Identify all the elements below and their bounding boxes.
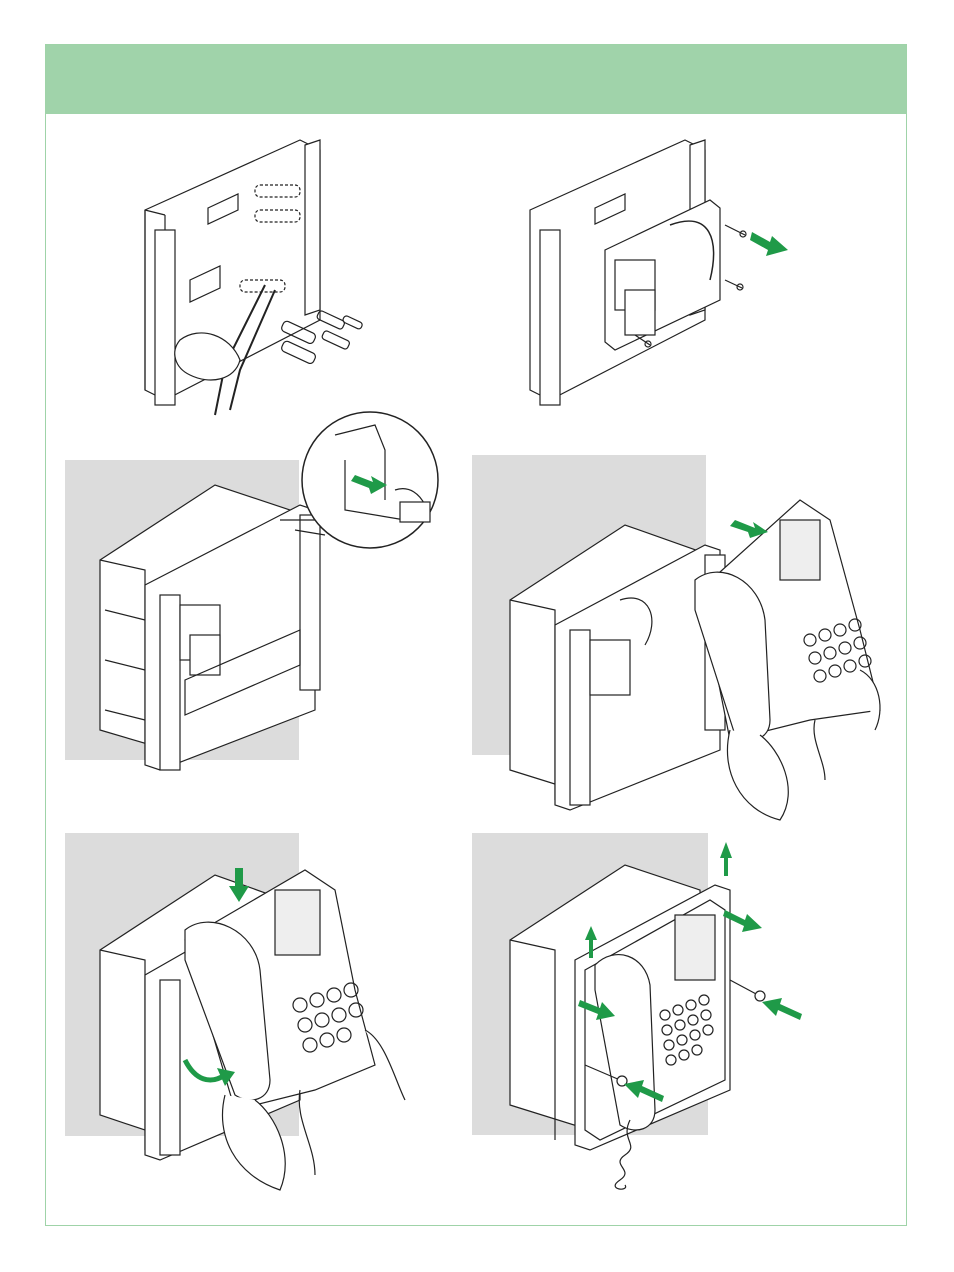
step-1-illustration [120, 130, 400, 430]
header-band [46, 45, 906, 114]
step-3-illustration [65, 410, 445, 780]
pressing-handset-unit-in-icon [85, 850, 415, 1195]
attaching-handset-unit-icon [480, 480, 900, 840]
step-5-illustration [85, 850, 415, 1195]
green-arrow-icon [520, 130, 800, 420]
step-6-illustration [500, 840, 820, 1200]
box-with-bracket-detail-zoom-icon [65, 410, 445, 780]
wall-box-with-pliers-and-dowels-icon [120, 130, 400, 430]
step-2-illustration [520, 130, 800, 420]
step-4-illustration [480, 480, 900, 840]
fixing-unit-with-screws-icon [500, 840, 820, 1200]
